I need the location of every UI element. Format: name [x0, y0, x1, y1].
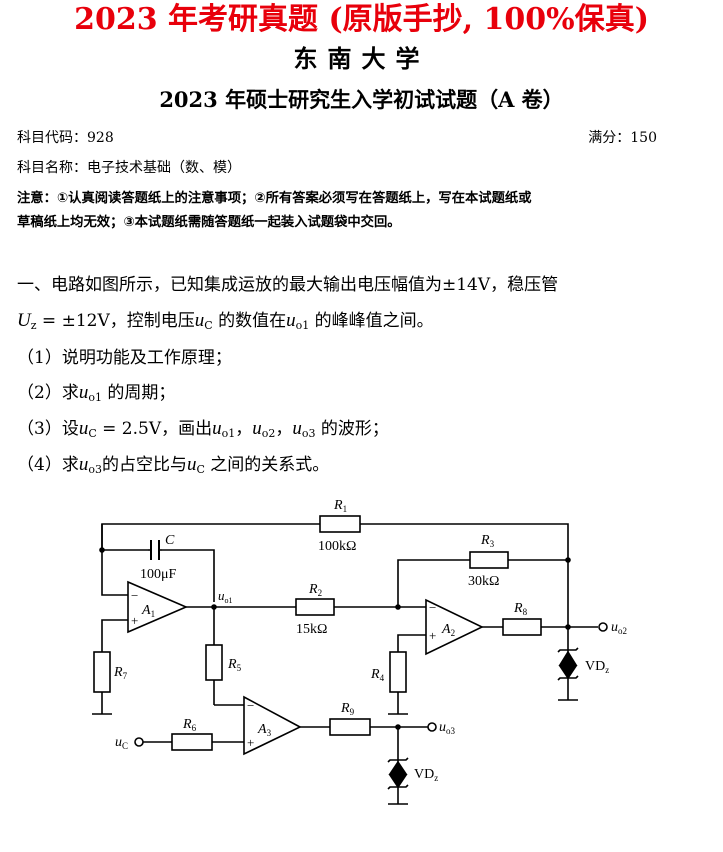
- resistor-r4: [389, 651, 407, 693]
- resistor-r7: [93, 651, 111, 693]
- uo2-terminal: [598, 622, 608, 632]
- resistor-r2: [295, 598, 335, 616]
- item4-uo3-sub: o3: [88, 463, 102, 476]
- label-r9: R9: [340, 701, 355, 717]
- capacitor-c: [150, 540, 160, 560]
- resistor-r5: [205, 644, 223, 681]
- university-name: 东南大学: [293, 44, 430, 73]
- item2-uo1-sub: o1: [88, 391, 102, 404]
- notice: 注意：①认真阅读答题纸上的注意事项；②所有答案必须写在答题纸上，写在本试题纸或 …: [17, 187, 717, 235]
- a3-plus: +: [247, 735, 254, 750]
- label-uo3: uo3: [439, 720, 456, 736]
- banner-title: 2023 年考研真题 (原版手抄, 100%保真): [74, 2, 649, 37]
- a2-plus: +: [429, 628, 436, 643]
- question-item-3: （3）设uC = 2.5V，画出uo1，uo2，uo3 的波形；: [17, 416, 717, 447]
- item4-uc-sub: C: [196, 463, 205, 476]
- wires: [92, 523, 598, 805]
- junction-dots: [99, 547, 571, 730]
- item3-uo3: u: [292, 418, 302, 439]
- label-uo1: uo1: [218, 588, 233, 605]
- label-r4: R4: [370, 667, 385, 683]
- notice-line-2: 草稿纸上均无效；③本试题纸需随答题纸一起装入试题袋中交回。: [17, 215, 401, 230]
- item3-sep1: ，: [235, 419, 253, 439]
- item3-value: = 2.5V，画出: [96, 419, 213, 439]
- zener-vdz-1: [557, 645, 579, 685]
- item3-uo1-sub: o1: [221, 427, 236, 440]
- a1-plus: +: [131, 613, 138, 628]
- item4-suffix: 之间的关系式。: [204, 455, 330, 475]
- uz-subscript: z: [30, 319, 37, 332]
- question-item-2: （2）求uo1 的周期；: [17, 380, 717, 411]
- value-r3: 30kΩ: [468, 574, 499, 589]
- circuit-diagram: R1 100kΩ C 100μF R2 15kΩ R3 30kΩ R4 R5 R…: [92, 498, 627, 805]
- a2-minus: −: [429, 600, 436, 615]
- item3-uo2: u: [252, 418, 262, 439]
- label-r2: R2: [308, 582, 322, 598]
- uc-symbol: u: [194, 310, 205, 331]
- opamp-a2: [425, 598, 484, 656]
- label-a3: A3: [257, 722, 272, 738]
- a1-minus: −: [131, 588, 138, 603]
- label-vdz-1: VDz: [585, 659, 609, 675]
- item3-suffix: 的波形；: [315, 419, 389, 439]
- label-uo2: uo2: [611, 620, 627, 636]
- q2-end: 的峰峰值之间。: [309, 311, 434, 331]
- notice-line-1: 注意：①认真阅读答题纸上的注意事项；②所有答案必须写在答题纸上，写在本试题纸或: [17, 191, 532, 206]
- item2-prefix: （2）求: [17, 383, 79, 403]
- item2-suffix: 的周期；: [101, 383, 176, 403]
- opamp-a3: [243, 695, 302, 756]
- uz-value: = ±12V，控制电压: [36, 311, 195, 331]
- label-r1: R1: [333, 498, 347, 514]
- value-c: 100μF: [140, 567, 177, 582]
- resistor-r1: [319, 515, 361, 533]
- full-score: 满分：150: [588, 130, 657, 146]
- zener-vdz-2: [387, 757, 409, 790]
- uc-subscript: C: [204, 319, 213, 332]
- resistor-r6: [171, 733, 213, 751]
- resistor-r3: [469, 551, 509, 569]
- question-item-4: （4）求uo3的占空比与uC 之间的关系式。: [17, 452, 717, 483]
- label-r5: R5: [227, 657, 242, 673]
- question-line-2: Uz = ±12V，控制电压uC 的数值在uo1 的峰峰值之间。: [17, 308, 717, 339]
- item4-prefix: （4）求: [17, 455, 79, 475]
- item3-prefix: （3）设: [17, 419, 79, 439]
- item3-uo3-sub: o3: [301, 427, 316, 440]
- item4-mid: 的占空比与: [101, 455, 187, 475]
- label-vdz-2: VDz: [414, 767, 438, 783]
- label-r8: R8: [513, 601, 528, 617]
- item4-uo3: u: [78, 454, 89, 475]
- label-c: C: [165, 533, 175, 548]
- opamp-a1: [127, 580, 189, 634]
- a3-minus: −: [247, 698, 254, 713]
- uo3-terminal: [427, 722, 437, 732]
- subject-code: 科目代码：928: [17, 130, 114, 146]
- value-r1: 100kΩ: [318, 539, 356, 554]
- question-line-1: 一、电路如图所示，已知集成运放的最大输出电压幅值为±14V，稳压管: [17, 275, 559, 295]
- label-r6: R6: [182, 717, 197, 733]
- item3-sep2: ，: [275, 419, 293, 439]
- label-a1: A1: [141, 603, 155, 619]
- item3-uo1: u: [212, 418, 222, 439]
- uo1-subscript: o1: [295, 319, 310, 332]
- question-item-1: （1）说明功能及工作原理；: [17, 348, 232, 368]
- item3-uc-sub: C: [88, 427, 97, 440]
- item3-uc: u: [78, 418, 89, 439]
- subject-name: 科目名称：电子技术基础（数、模）: [17, 160, 241, 176]
- item3-uo2-sub: o2: [261, 427, 276, 440]
- value-r2: 15kΩ: [296, 622, 327, 637]
- label-a2: A2: [441, 622, 455, 638]
- uo1-symbol: u: [286, 310, 296, 331]
- uz-symbol: U: [17, 310, 31, 331]
- resistor-r8: [502, 618, 542, 636]
- item2-uo1: u: [78, 382, 89, 403]
- resistor-r9: [329, 718, 371, 736]
- label-r7: R7: [113, 665, 128, 681]
- q2-mid: 的数值在: [212, 311, 287, 331]
- item4-uc: u: [186, 454, 197, 475]
- label-r3: R3: [480, 533, 495, 549]
- exam-title: 2023 年硕士研究生入学初试试题（A 卷）: [159, 87, 564, 112]
- label-uc: uC: [115, 735, 128, 751]
- uc-terminal: [134, 737, 144, 747]
